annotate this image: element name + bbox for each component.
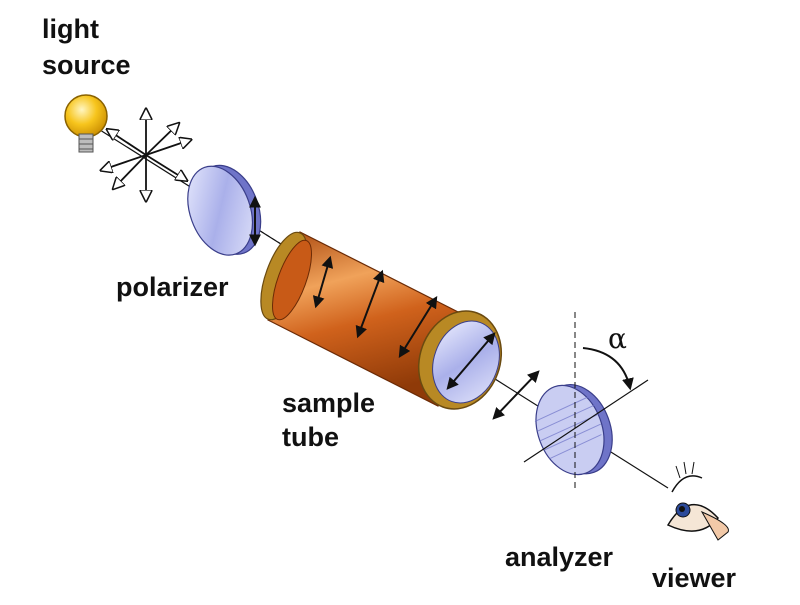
analyzer-disc <box>534 383 613 476</box>
label-alpha: α <box>608 322 627 355</box>
label-analyzer: analyzer <box>505 542 614 572</box>
light-bulb-icon <box>64 94 108 153</box>
label-sample: sample <box>282 388 376 418</box>
unpolarized-light-arrows <box>102 110 190 200</box>
rotation-arrows <box>312 255 540 420</box>
eye-icon <box>666 461 729 541</box>
label-light: light <box>42 14 99 44</box>
analyzer-rotated-line <box>523 379 649 463</box>
label-tube: tube <box>282 422 339 452</box>
alpha-angle-arc <box>582 347 634 391</box>
label-polarizer: polarizer <box>116 272 229 302</box>
polarizer-disc <box>187 164 262 256</box>
label-viewer: viewer <box>652 563 737 593</box>
label-source: source <box>42 50 131 80</box>
